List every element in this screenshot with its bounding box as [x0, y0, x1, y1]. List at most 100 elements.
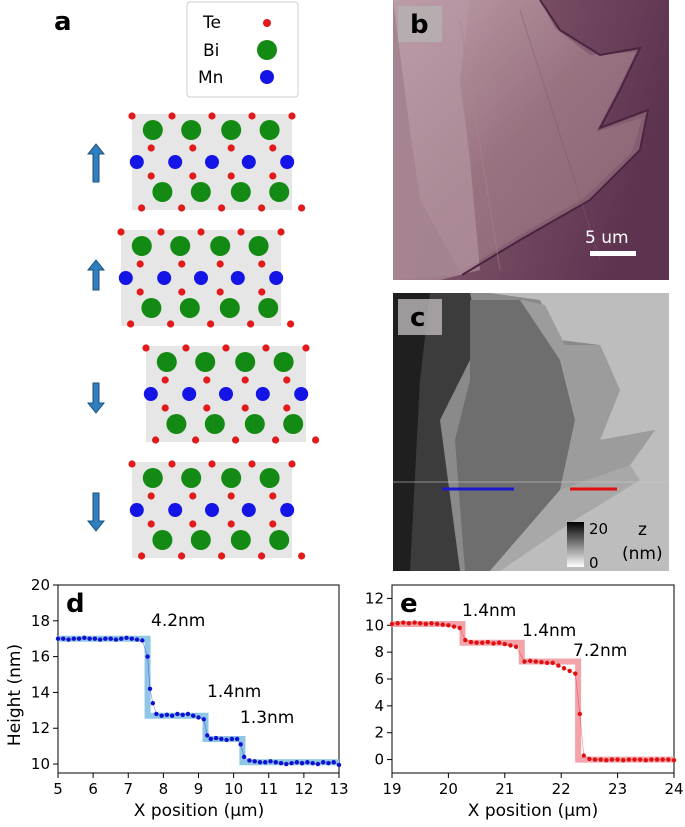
te-atom: [277, 228, 285, 236]
bi-atom: [221, 120, 242, 140]
mn-atom: [129, 503, 144, 517]
y-tick-label: 6: [374, 670, 384, 688]
data-point: [463, 637, 468, 643]
x-tick-label: 23: [608, 780, 627, 798]
x-tick-label: 22: [552, 780, 571, 798]
data-point: [294, 760, 300, 765]
panel-b-label-bg: [398, 6, 442, 42]
bi-atom: [152, 530, 173, 550]
te-atom: [232, 436, 240, 444]
data-point: [604, 758, 609, 763]
data-point: [82, 635, 87, 641]
data-point: [61, 636, 66, 641]
data-point: [92, 636, 98, 641]
x-tick-label: 24: [664, 780, 683, 798]
data-point: [440, 622, 445, 627]
colorbar-unit-z: z: [638, 520, 647, 540]
data-point: [451, 624, 457, 629]
data-point: [213, 735, 219, 741]
data-point: [637, 757, 643, 762]
legend-box: Te Bi Mn: [186, 1, 299, 98]
x-tick-label: 10: [224, 780, 243, 798]
data-point: [643, 758, 648, 763]
mn-atom: [168, 503, 183, 517]
y-tick-label: 4: [374, 697, 384, 715]
legend-mn-label: Mn: [198, 68, 223, 88]
te-atom: [208, 460, 216, 468]
measured-line: [58, 637, 340, 766]
bi-atom: [269, 530, 290, 550]
te-atom: [258, 552, 266, 560]
x-tick-label: 6: [88, 780, 98, 798]
data-point: [263, 760, 268, 765]
te-atom: [227, 520, 235, 528]
bi-atom: [181, 468, 202, 488]
data-point: [336, 762, 342, 768]
bi-atom: [259, 468, 280, 488]
data-point: [129, 636, 134, 641]
data-point: [180, 712, 185, 718]
data-point: [418, 621, 423, 626]
data-point: [550, 660, 555, 666]
bi-atom: [179, 298, 200, 318]
te-atom: [182, 344, 190, 352]
data-point: [474, 640, 479, 645]
panel-c-label-bg: [398, 299, 442, 335]
panel-d-step-3: 1.3nm: [240, 708, 294, 728]
data-point: [185, 711, 191, 717]
te-atom: [168, 112, 176, 120]
data-point: [581, 753, 586, 758]
data-point: [446, 623, 451, 628]
data-point: [147, 686, 153, 692]
mn-atom: [255, 387, 270, 401]
data-point: [522, 659, 527, 664]
te-atom: [248, 112, 256, 120]
te-atom: [127, 320, 135, 328]
data-point: [247, 758, 252, 763]
te-atom: [312, 436, 320, 444]
data-point: [527, 658, 533, 664]
spin-down-arrow-icon: [86, 492, 106, 532]
data-point: [666, 757, 671, 762]
data-point: [331, 760, 336, 765]
x-tick-label: 19: [382, 780, 401, 798]
bi-atom: [190, 182, 211, 202]
x-tick-label: 7: [123, 780, 133, 798]
data-point: [577, 711, 583, 717]
data-point: [224, 737, 229, 743]
data-point: [97, 637, 103, 642]
panel-e-step-1: 1.4nm: [462, 601, 516, 621]
data-point: [145, 654, 150, 659]
te-atom: [241, 376, 249, 384]
data-point: [491, 641, 496, 646]
panel-b-label: b: [410, 10, 429, 40]
legend-te-label: Te: [202, 13, 221, 33]
te-atom: [178, 552, 186, 560]
data-point: [241, 754, 247, 760]
te-atom: [147, 144, 155, 152]
te-atom: [207, 320, 215, 328]
te-atom: [138, 552, 146, 560]
panel-e-xlabel: X position (μm): [468, 801, 598, 821]
step-fit-line: [58, 635, 339, 766]
te-atom: [262, 344, 270, 352]
te-atom: [287, 320, 295, 328]
colorbar-unit-nm: (nm): [622, 544, 663, 564]
data-point: [175, 711, 180, 717]
mn-atom: [280, 503, 295, 517]
y-tick-label: 10: [31, 755, 50, 773]
data-point: [169, 713, 175, 718]
te-atom: [227, 144, 235, 152]
data-point: [615, 757, 620, 762]
te-atom: [269, 520, 277, 528]
data-point: [103, 636, 108, 641]
data-point: [671, 758, 677, 763]
te-atom: [189, 520, 197, 528]
data-point: [406, 621, 412, 626]
data-point: [429, 621, 434, 626]
legend-bi-label: Bi: [203, 41, 219, 61]
bi-atom: [142, 120, 163, 140]
panel-c-afm-image: c 20 0 z (nm): [393, 293, 669, 572]
te-atom: [128, 112, 136, 120]
data-point: [401, 620, 406, 625]
